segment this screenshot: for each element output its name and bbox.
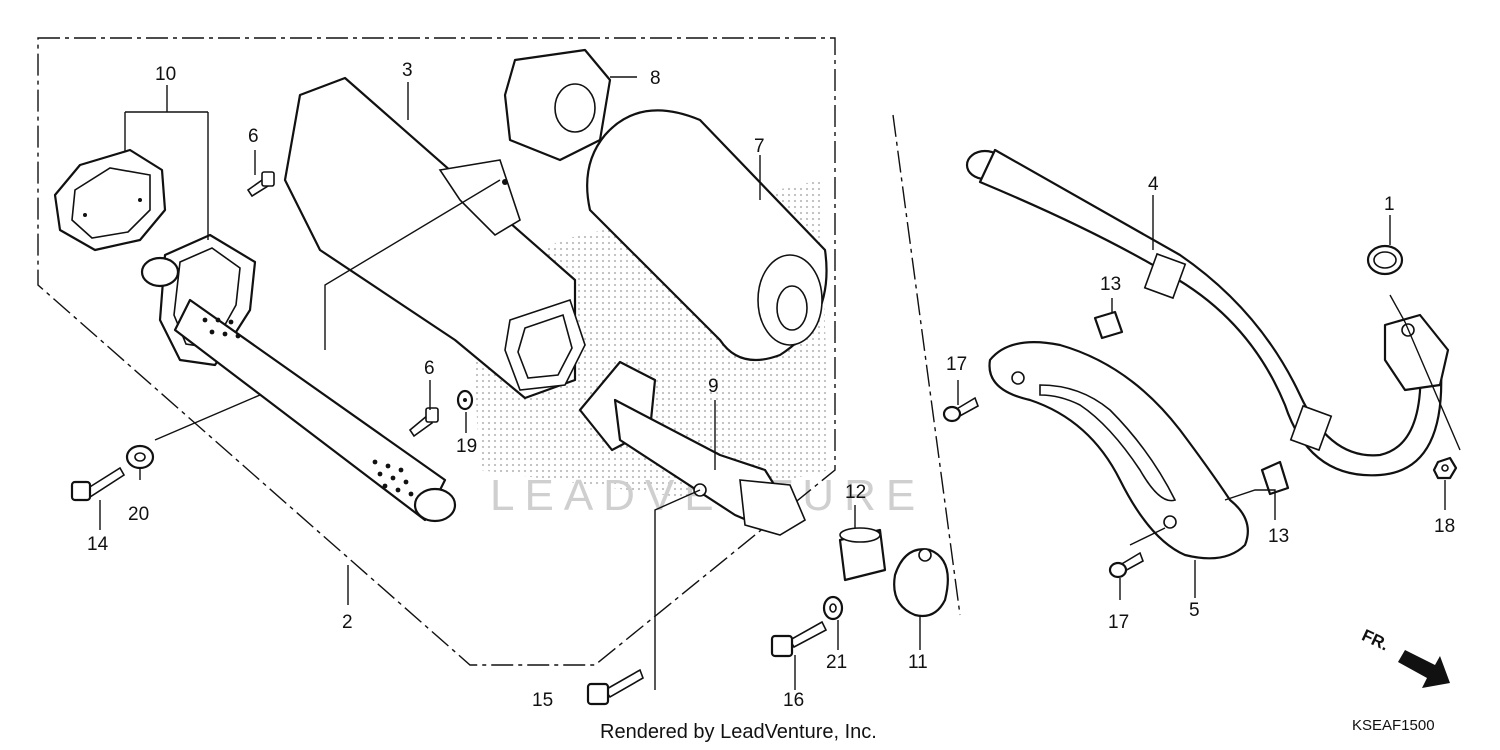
callout-1: 1	[1384, 194, 1395, 215]
part-11-band[interactable]	[893, 548, 949, 618]
callout-21: 21	[826, 652, 847, 673]
diagram-code: KSEAF1500	[1352, 717, 1435, 734]
part-6-rivet-lower[interactable]	[408, 407, 439, 438]
callout-10: 10	[155, 64, 176, 85]
callout-4: 4	[1148, 174, 1159, 195]
callout-9: 9	[708, 376, 719, 397]
part-14-bolt[interactable]	[70, 466, 126, 502]
callout-6-upper: 6	[248, 126, 259, 147]
callout-7: 7	[754, 136, 765, 157]
callout-5: 5	[1189, 600, 1200, 621]
part-16-bolt[interactable]	[770, 620, 828, 658]
part-8-cap-rubber[interactable]	[503, 48, 612, 162]
callout-11: 11	[908, 652, 928, 673]
callout-16: 16	[783, 690, 804, 711]
callout-19: 19	[456, 436, 477, 457]
part-17-bolt-lower[interactable]	[1108, 551, 1144, 579]
part-17-bolt-upper[interactable]	[942, 396, 979, 423]
part-6-rivet-upper[interactable]	[246, 171, 275, 198]
part-7-muffler-packing[interactable]	[586, 109, 828, 362]
callout-2: 2	[342, 612, 353, 633]
callout-15: 15	[532, 690, 553, 711]
callout-18: 18	[1434, 516, 1455, 537]
part-19-washer[interactable]	[456, 389, 474, 411]
callout-17-lower: 17	[1108, 612, 1129, 633]
callout-13-lower: 13	[1268, 526, 1289, 547]
callout-17-upper: 17	[946, 354, 967, 375]
callout-12: 12	[845, 482, 866, 503]
part-18-nut[interactable]	[1432, 456, 1458, 480]
muffler-assembly-boundary	[37, 37, 836, 666]
part-9-inlet-pipe[interactable]	[578, 360, 807, 536]
part-13-clip-lower[interactable]	[1260, 460, 1290, 496]
part-3-muffler-body[interactable]	[283, 76, 586, 400]
part-2-tail-pipe[interactable]	[140, 256, 457, 523]
callout-6-lower: 6	[424, 358, 435, 379]
part-12-joint-rubber[interactable]	[838, 527, 887, 582]
part-1-gasket[interactable]	[1366, 244, 1404, 276]
part-5-heat-protector[interactable]	[988, 341, 1249, 560]
callout-13-upper: 13	[1100, 274, 1121, 295]
leader-lines	[99, 76, 1461, 690]
callout-20: 20	[128, 504, 149, 525]
part-21-washer[interactable]	[822, 595, 844, 621]
callout-14: 14	[87, 534, 109, 555]
callout-3: 3	[402, 60, 413, 81]
part-13-clip-upper[interactable]	[1093, 310, 1124, 340]
front-arrow-icon	[1398, 650, 1450, 688]
front-direction-indicator: FR.	[1359, 626, 1450, 688]
footer-credit: Rendered by LeadVenture, Inc.	[600, 721, 877, 743]
front-label: FR.	[1359, 626, 1392, 655]
part-4-exhaust-pipe[interactable]	[965, 148, 1450, 477]
part-20-washer[interactable]	[125, 444, 155, 470]
part-15-bolt[interactable]	[586, 668, 644, 706]
pipe-group-boundary-line	[892, 114, 961, 616]
callout-8: 8	[650, 68, 661, 89]
